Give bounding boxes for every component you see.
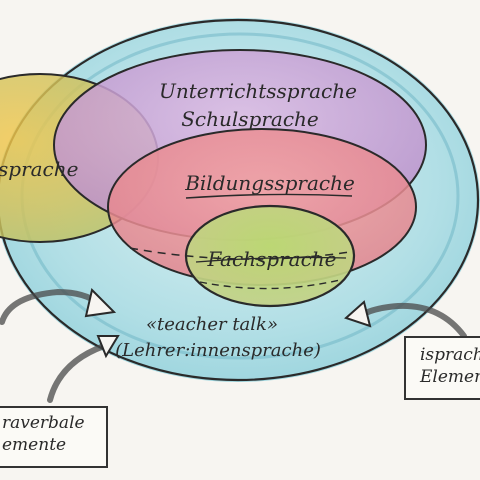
dashed-line-fach — [199, 279, 341, 290]
box-left-line2: emente — [2, 435, 67, 455]
label-unterrichtssprache: Unterrichtssprache — [159, 79, 357, 103]
box-right-line1: isprach — [420, 345, 480, 365]
paraverbale-elemente-box: raverbale emente — [0, 406, 108, 468]
box-right-line2: Element — [420, 367, 480, 387]
arrow-left-lower — [47, 343, 107, 403]
box-left-line1: raverbale — [2, 413, 85, 433]
teacher-talk-ellipse-outline — [0, 18, 480, 382]
fachsprache-strike — [195, 256, 347, 263]
label-bildungssprache: Bildungssprache — [184, 171, 355, 195]
fachsprache-ellipse — [186, 206, 354, 306]
label-lehrer-innensprache: (Lehrer:innensprache) — [115, 340, 321, 361]
arrow-left-upper-head — [84, 288, 117, 318]
label-fachsprache: Fachsprache — [207, 247, 337, 271]
label-teacher-talk: «teacher talk» — [146, 314, 278, 335]
label-schulsprache: Schulsprache — [181, 107, 319, 131]
bildungssprache-underline — [185, 193, 353, 199]
sprachliche-elemente-box: isprach Element — [404, 336, 480, 400]
arrow-right — [357, 302, 467, 339]
arrow-right-head — [344, 300, 372, 328]
arrow-left-upper — [0, 288, 103, 325]
label-left-partial: sprache — [0, 157, 78, 181]
arrow-left-lower-head — [96, 335, 120, 359]
